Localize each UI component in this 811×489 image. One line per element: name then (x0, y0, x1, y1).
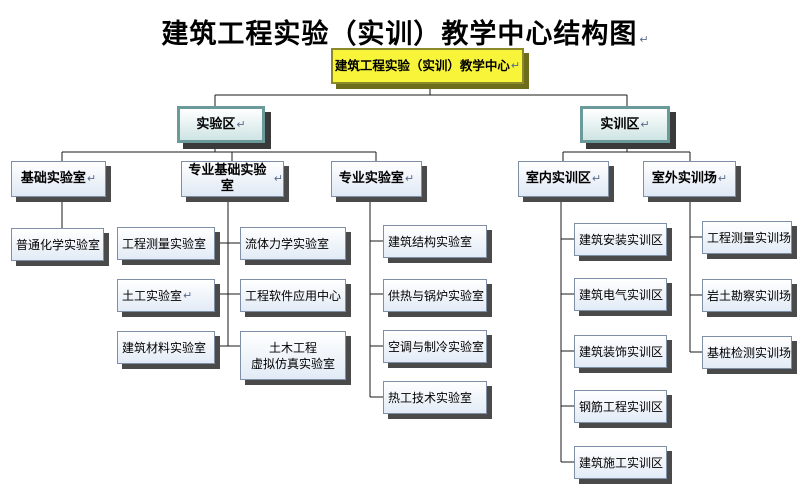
node-thermal-technology-lab: 热工技术实验室 (383, 381, 487, 414)
node-decoration-training: 建筑装饰实训区 (574, 335, 667, 368)
node-civil-virtual-simulation-lab: 土木工程虚拟仿真实验室 (240, 331, 346, 380)
connector (214, 86, 628, 106)
node-fluid-mechanics-lab: 流体力学实验室 (240, 227, 346, 260)
lab-basic: 基础实验室↵ (11, 161, 106, 197)
node-installation-training: 建筑安装实训区 (574, 223, 667, 256)
lab-professional-basic: 专业基础实验室↵ (181, 161, 284, 197)
zone-training: 实训区↵ (580, 106, 670, 143)
connector (369, 198, 383, 398)
lab-professional: 专业实验室↵ (331, 161, 422, 197)
node-building-structure-lab: 建筑结构实验室 (383, 225, 487, 258)
paragraph-mark-icon: ↵ (510, 59, 521, 72)
connector (560, 198, 574, 463)
paragraph-mark-icon: ↵ (591, 172, 602, 185)
paragraph-mark-icon: ↵ (404, 172, 415, 185)
node-pile-testing-field: 基桩检测实训场 (702, 336, 792, 369)
connector (689, 198, 702, 353)
node-engineering-software-center: 工程软件应用中心 (240, 279, 346, 312)
zone-lab: 实验区↵ (177, 106, 265, 143)
node-construction-training: 建筑施工实训区 (574, 446, 667, 479)
paragraph-mark-icon: ↵ (236, 117, 246, 131)
paragraph-mark-icon: ↵ (717, 172, 728, 185)
paragraph-mark-icon: ↵ (639, 33, 650, 46)
paragraph-mark-icon: ↵ (273, 172, 283, 185)
root-node: 建筑工程实验（实训）教学中心↵ (331, 48, 524, 84)
node-electrical-training: 建筑电气实训区 (574, 278, 667, 311)
diagram-title: 建筑工程实验（实训）教学中心结构图↵ (161, 19, 650, 50)
connector (562, 144, 691, 161)
connector (215, 198, 240, 347)
node-hvac-refrigeration-lab: 空调与制冷实验室 (383, 330, 487, 363)
node-surveying-lab: 工程测量实验室 (117, 227, 215, 260)
node-geotechnical-field: 岩土勘察实训场 (702, 279, 792, 312)
area-outdoor: 室外实训场↵ (643, 161, 736, 197)
connector (61, 144, 377, 161)
area-indoor: 室内实训区↵ (518, 161, 609, 197)
node-geotechnical-lab: 土工实验室↵ (117, 279, 215, 312)
paragraph-mark-icon: ↵ (86, 172, 97, 185)
paragraph-mark-icon: ↵ (183, 288, 193, 302)
node-rebar-training: 钢筋工程实训区 (574, 390, 667, 423)
node-general-chemistry-lab: 普通化学实验室 (11, 228, 104, 261)
paragraph-mark-icon: ↵ (640, 117, 650, 131)
node-building-materials-lab: 建筑材料实验室 (117, 331, 215, 364)
node-surveying-field: 工程测量实训场 (702, 221, 792, 254)
node-heating-boiler-lab: 供热与锅炉实验室 (383, 279, 487, 312)
